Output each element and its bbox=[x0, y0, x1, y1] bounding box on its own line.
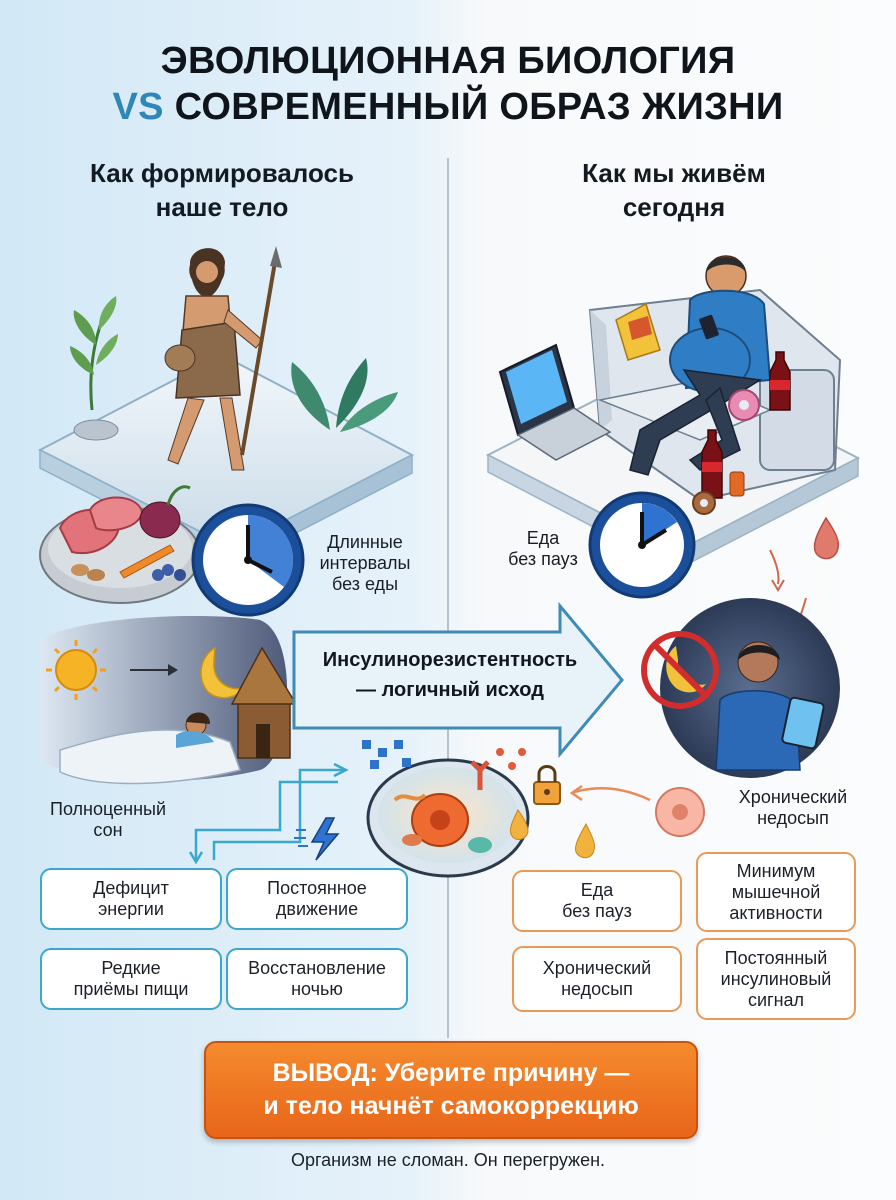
right-clock-label: Еда без пауз bbox=[508, 528, 578, 569]
leaf-icon bbox=[291, 358, 398, 432]
leaf-icon bbox=[70, 296, 118, 411]
night-phone-scene bbox=[641, 598, 840, 778]
spear-icon bbox=[240, 255, 278, 456]
right-box-constant-insulin-signal: Постоянный инсулиновый сигнал bbox=[696, 938, 856, 1020]
right-box-chronic-sleep-deprivation: Хронический недосып bbox=[512, 946, 682, 1012]
left-box-rare-meals: Редкие приёмы пищи bbox=[40, 948, 222, 1010]
left-sleep-label: Полноценный сон bbox=[50, 799, 166, 840]
flow-lines bbox=[194, 768, 344, 860]
caveman-scene bbox=[37, 246, 415, 568]
title-vs: VS bbox=[112, 86, 164, 128]
left-column-heading: Как формировалось наше тело bbox=[90, 158, 354, 222]
clock-icon bbox=[588, 491, 696, 599]
couch-scene bbox=[485, 255, 861, 572]
cell-icon bbox=[362, 740, 530, 878]
food-plate bbox=[39, 485, 201, 604]
footer-text: Организм не сломан. Он перегружен. bbox=[290, 1150, 606, 1170]
blood-drop-icon bbox=[813, 516, 840, 560]
soda-bottle-icon bbox=[769, 351, 791, 411]
clock-icon bbox=[191, 503, 305, 617]
left-clock-label: Длинные интервалы без еды bbox=[319, 532, 411, 594]
conclusion-banner: ВЫВОД: Уберите причину — и тело начнёт с… bbox=[204, 1041, 698, 1139]
arrow-right-icon bbox=[130, 664, 178, 676]
title-line-2-text: СОВРЕМЕННЫЙ ОБРАЗ ЖИЗНИ bbox=[174, 86, 784, 128]
sleep-scene bbox=[40, 616, 298, 785]
left-box-night-recovery: Восстановление ночью bbox=[226, 948, 408, 1010]
title-line-1: ЭВОЛЮЦИОННАЯ БИОЛОГИЯ bbox=[160, 40, 736, 82]
title-line-2: VS СОВРЕМЕННЫЙ ОБРАЗ ЖИЗНИ bbox=[0, 84, 896, 130]
chips-icon bbox=[615, 302, 661, 361]
no-sleep-icon bbox=[641, 631, 719, 709]
sun-icon bbox=[46, 640, 106, 700]
hut-icon bbox=[230, 646, 298, 759]
left-box-energy-deficit: Дефицит энергии bbox=[40, 868, 222, 930]
left-box-constant-movement: Постоянное движение bbox=[226, 868, 408, 930]
right-sleep-label: Хронический недосып bbox=[738, 787, 848, 828]
lock-icon bbox=[533, 765, 561, 805]
soda-bottle-icon bbox=[701, 429, 723, 499]
lightning-icon bbox=[310, 817, 340, 861]
page-title: ЭВОЛЮЦИОННАЯ БИОЛОГИЯ VS СОВРЕМЕННЫЙ ОБР… bbox=[0, 38, 896, 130]
center-divider bbox=[447, 158, 449, 1038]
arrow-right-icon bbox=[292, 601, 624, 759]
right-box-nonstop-eating: Еда без пауз bbox=[512, 870, 682, 932]
right-box-minimal-muscle-activity: Минимум мышечной активности bbox=[696, 852, 856, 932]
right-column-heading: Как мы живём сегодня bbox=[582, 158, 766, 222]
insulin-resistance-caption: Инсулинорезистентность — логичный исход bbox=[322, 649, 578, 701]
laptop-icon bbox=[498, 343, 612, 461]
phone-icon bbox=[699, 314, 719, 340]
